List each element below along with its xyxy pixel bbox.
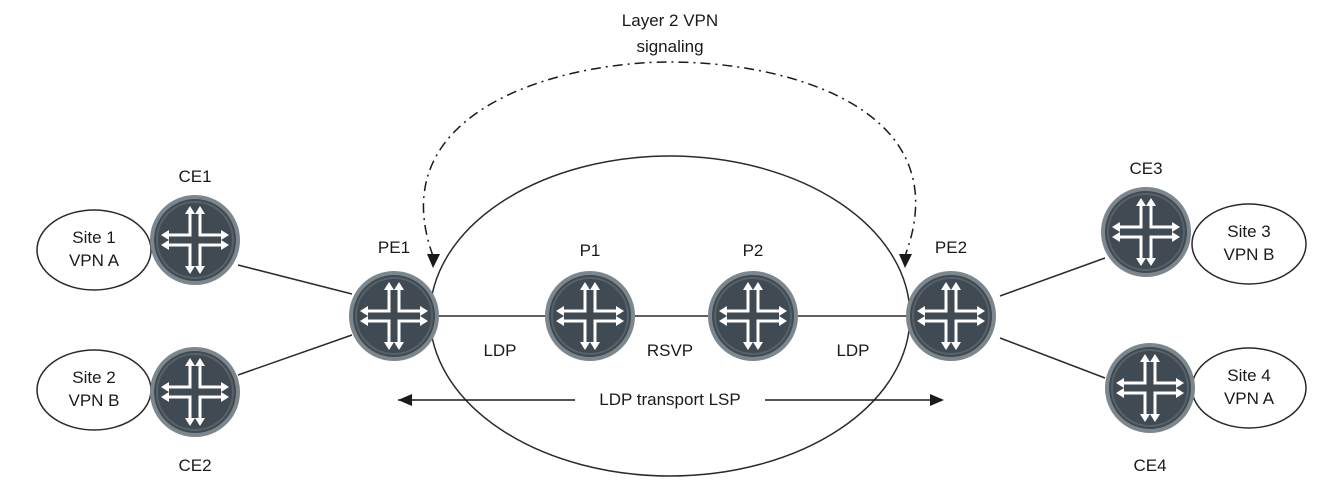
router-ce2-icon [150, 347, 240, 437]
label-p2: P2 [743, 241, 764, 260]
label-ce1: CE1 [178, 167, 211, 186]
router-ce1-icon [150, 195, 240, 285]
site1-line1: Site 1 [72, 228, 115, 247]
site2-ellipse [36, 349, 152, 431]
link-label-p2-pe2: LDP [836, 341, 869, 360]
router-pe1-icon [349, 271, 439, 361]
transport-lsp-head-left [398, 394, 412, 406]
site3-line2: VPN B [1223, 245, 1274, 264]
label-ce4: CE4 [1133, 456, 1166, 475]
site4-line1: Site 4 [1227, 366, 1270, 385]
site3-line1: Site 3 [1227, 222, 1270, 241]
link-label-pe1-p1: LDP [483, 341, 516, 360]
site1-line2: VPN A [69, 251, 120, 270]
transport-lsp-label: LDP transport LSP [599, 390, 740, 409]
router-ce3-icon [1101, 187, 1191, 277]
router-ce4-icon [1105, 343, 1195, 433]
signaling-label-line2: signaling [636, 37, 703, 56]
signaling-label-line1: Layer 2 VPN [622, 11, 718, 30]
label-ce2: CE2 [178, 456, 211, 475]
site4-ellipse [1191, 347, 1307, 429]
signaling-arc [422, 61, 917, 257]
link-ce1-pe1 [237, 264, 353, 295]
site2-line1: Site 2 [72, 368, 115, 387]
label-ce3: CE3 [1129, 159, 1162, 178]
signaling-arrowhead-right [899, 254, 912, 268]
site4-line2: VPN A [1224, 389, 1275, 408]
label-p1: P1 [580, 241, 601, 260]
transport-lsp-head-right [930, 394, 944, 406]
router-p2-icon [708, 271, 798, 361]
link-pe2-ce4 [999, 337, 1106, 379]
site1-ellipse [36, 209, 152, 291]
label-pe2: PE2 [935, 238, 967, 257]
site3-ellipse [1191, 203, 1307, 285]
site2-line2: VPN B [68, 391, 119, 410]
link-label-p1-p2: RSVP [647, 341, 693, 360]
link-ce2-pe1 [237, 334, 353, 376]
router-p1-icon [545, 271, 635, 361]
signaling-arrowhead-left [427, 254, 440, 268]
label-pe1: PE1 [378, 238, 410, 257]
link-pe2-ce3 [999, 257, 1106, 297]
router-pe2-icon [906, 271, 996, 361]
